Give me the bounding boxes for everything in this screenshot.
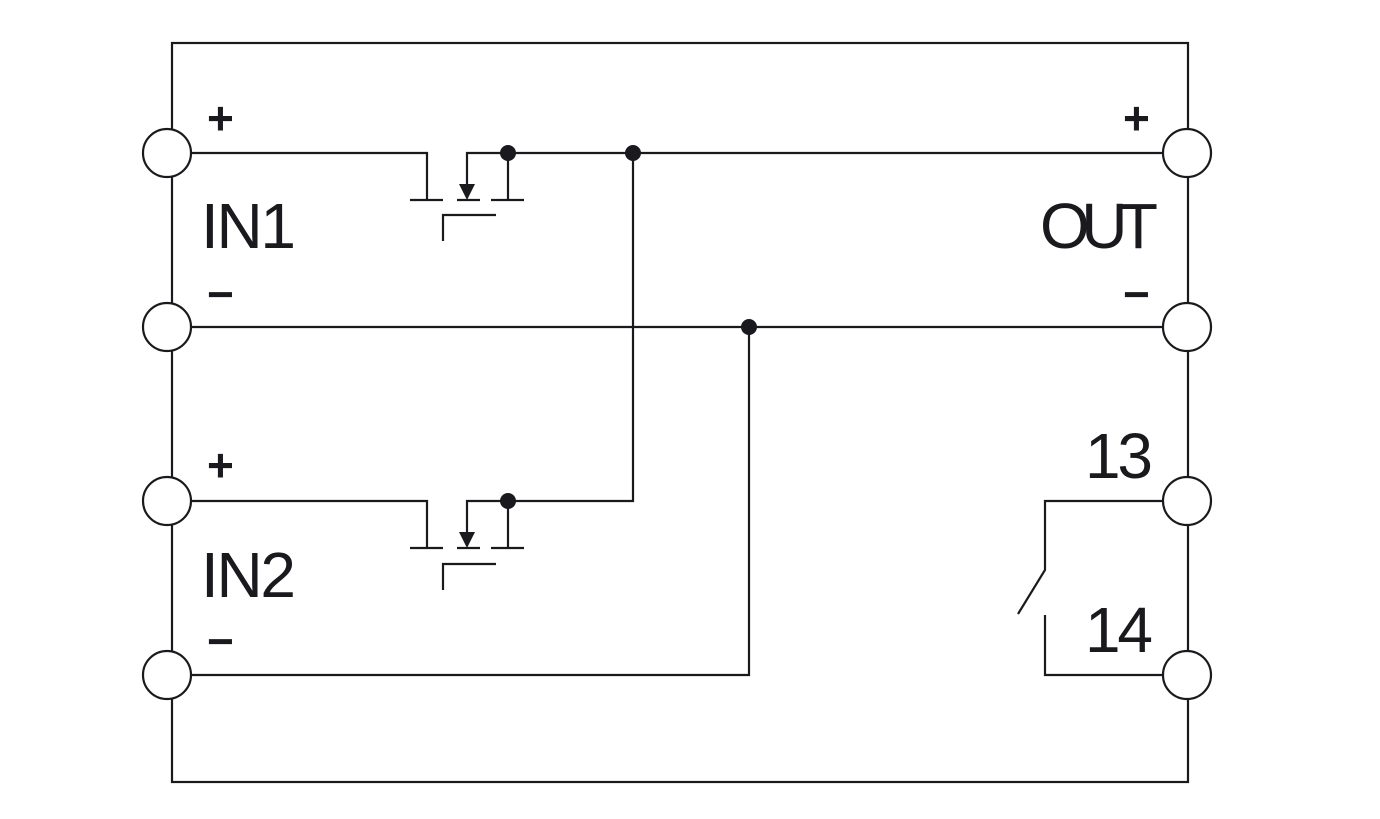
terminal-13 — [1161, 475, 1213, 527]
terminal-out-minus — [1161, 301, 1213, 353]
junction-dot — [500, 493, 516, 509]
in2-plus-wire — [190, 499, 429, 548]
terminal-in1-minus — [141, 301, 193, 353]
in2-minus-label: − — [207, 615, 234, 667]
terminal-in2-plus — [141, 475, 193, 527]
in2-to-out-wire — [508, 153, 635, 503]
mosfet1-gate — [441, 213, 496, 241]
mosfet2-gate — [441, 562, 496, 590]
mosfet1-arrow-icon — [459, 184, 475, 200]
in1-minus-label: − — [207, 268, 234, 320]
terminal-in1-plus — [141, 127, 193, 179]
terminal-out-plus — [1161, 127, 1213, 179]
out-plus-bus — [465, 151, 1163, 187]
in1-plus-label: + — [207, 92, 234, 144]
terminal-13-label: 13 — [1085, 420, 1153, 492]
out-minus-label: − — [1123, 268, 1150, 320]
relay-contact-14 — [1043, 615, 1163, 677]
terminal-14-label: 14 — [1085, 594, 1153, 666]
relay-contact-13 — [1017, 499, 1163, 615]
out-plus-label: + — [1123, 92, 1150, 144]
in1-plus-wire — [190, 151, 429, 200]
terminal-14 — [1161, 649, 1213, 701]
in2-label: IN2 — [201, 539, 296, 611]
terminal-in2-minus — [141, 649, 193, 701]
out-label: OUT — [1040, 190, 1158, 262]
in1-label: IN1 — [201, 190, 296, 262]
mosfet2-source — [465, 499, 508, 535]
module-housing — [170, 41, 1190, 784]
in2-plus-label: + — [207, 439, 234, 491]
mosfet2-arrow-icon — [459, 532, 475, 548]
in2-minus-wire — [190, 327, 751, 677]
junction-dot — [500, 145, 516, 161]
